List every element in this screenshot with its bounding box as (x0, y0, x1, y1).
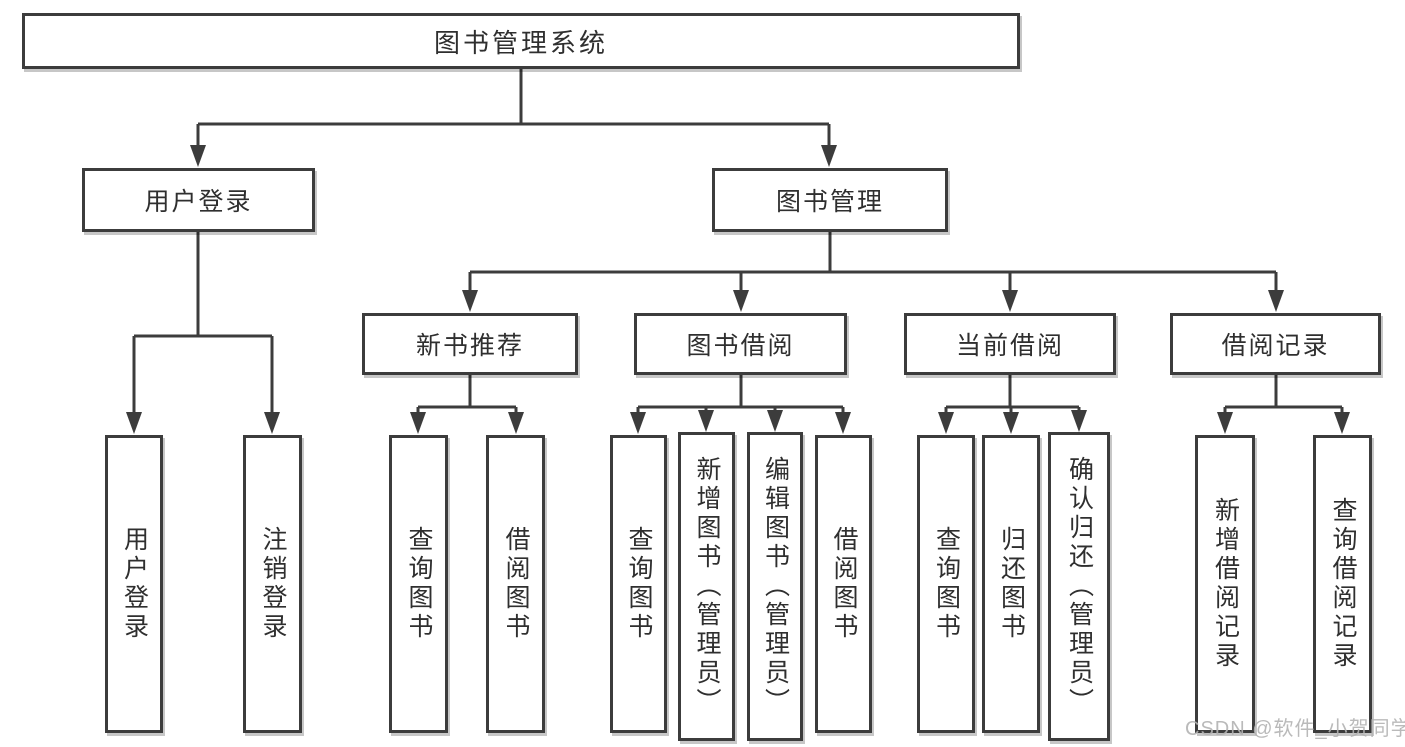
connector-current-borrow-to-leaves (944, 375, 1081, 414)
leaf-br-add-record: 新增借阅记录 (1195, 435, 1255, 733)
leaf-br-query-record: 查询借阅记录 (1313, 435, 1372, 733)
connector-book-management-to-level3 (468, 232, 1278, 292)
leaf-cb-query-books-label: 查询图书 (932, 526, 961, 642)
leaf-bb-borrow-books-label: 借阅图书 (830, 526, 858, 642)
node-book-management-label: 图书管理 (775, 188, 884, 216)
leaf-nb-query-books: 查询图书 (389, 435, 448, 733)
connector-root-to-level2 (196, 69, 831, 150)
watermark: CSDN @软件_小贺同学 (1185, 718, 1405, 740)
leaf-bb-edit-books-admin: 编辑图书（管理员） (747, 432, 803, 741)
leaf-br-add-record-label: 新增借阅记录 (1211, 497, 1240, 671)
leaf-cb-return-books-label: 归还图书 (997, 526, 1026, 642)
leaf-logout-login-label: 注销登录 (259, 526, 287, 642)
leaf-nb-query-books-label: 查询图书 (405, 526, 433, 642)
node-current-borrow: 当前借阅 (904, 313, 1116, 375)
node-borrow-records-label: 借阅记录 (1221, 332, 1330, 360)
leaf-cb-confirm-return-admin-label: 确认归还（管理员） (1065, 456, 1094, 717)
leaf-logout-login: 注销登录 (243, 435, 302, 733)
node-borrow-records: 借阅记录 (1170, 313, 1381, 375)
leaf-cb-query-books: 查询图书 (917, 435, 975, 733)
node-user-login-label: 用户登录 (144, 188, 253, 216)
leaf-user-login: 用户登录 (105, 435, 163, 733)
leaf-bb-edit-books-admin-label: 编辑图书（管理员） (761, 456, 790, 717)
node-root: 图书管理系统 (22, 13, 1020, 69)
node-book-management: 图书管理 (712, 168, 948, 232)
leaf-bb-add-books-admin-label: 新增图书（管理员） (693, 456, 721, 717)
arrowheads (126, 145, 1350, 434)
leaf-cb-confirm-return-admin: 确认归还（管理员） (1048, 432, 1110, 741)
node-book-borrow-label: 图书借阅 (686, 332, 795, 360)
leaf-bb-query-books-label: 查询图书 (625, 526, 653, 642)
connector-book-borrow-to-leaves (636, 375, 845, 414)
leaf-bb-borrow-books: 借阅图书 (815, 435, 872, 733)
leaf-bb-query-books: 查询图书 (610, 435, 667, 733)
node-book-borrow: 图书借阅 (634, 313, 847, 375)
connector-user-login-to-leaves (132, 232, 274, 416)
leaf-nb-borrow-books-label: 借阅图书 (502, 526, 530, 642)
connector-new-book-to-leaves (416, 375, 518, 414)
leaf-nb-borrow-books: 借阅图书 (486, 435, 545, 733)
node-current-borrow-label: 当前借阅 (955, 332, 1064, 360)
leaf-bb-add-books-admin: 新增图书（管理员） (678, 432, 735, 741)
leaf-br-query-record-label: 查询借阅记录 (1329, 497, 1357, 671)
node-new-book-recommend-label: 新书推荐 (415, 332, 524, 360)
node-new-book-recommend: 新书推荐 (362, 313, 578, 375)
connector-borrow-records-to-leaves (1223, 375, 1344, 414)
leaf-user-login-label: 用户登录 (120, 526, 149, 642)
node-user-login: 用户登录 (82, 168, 315, 232)
leaf-cb-return-books: 归还图书 (982, 435, 1040, 733)
node-root-label: 图书管理系统 (433, 27, 608, 58)
